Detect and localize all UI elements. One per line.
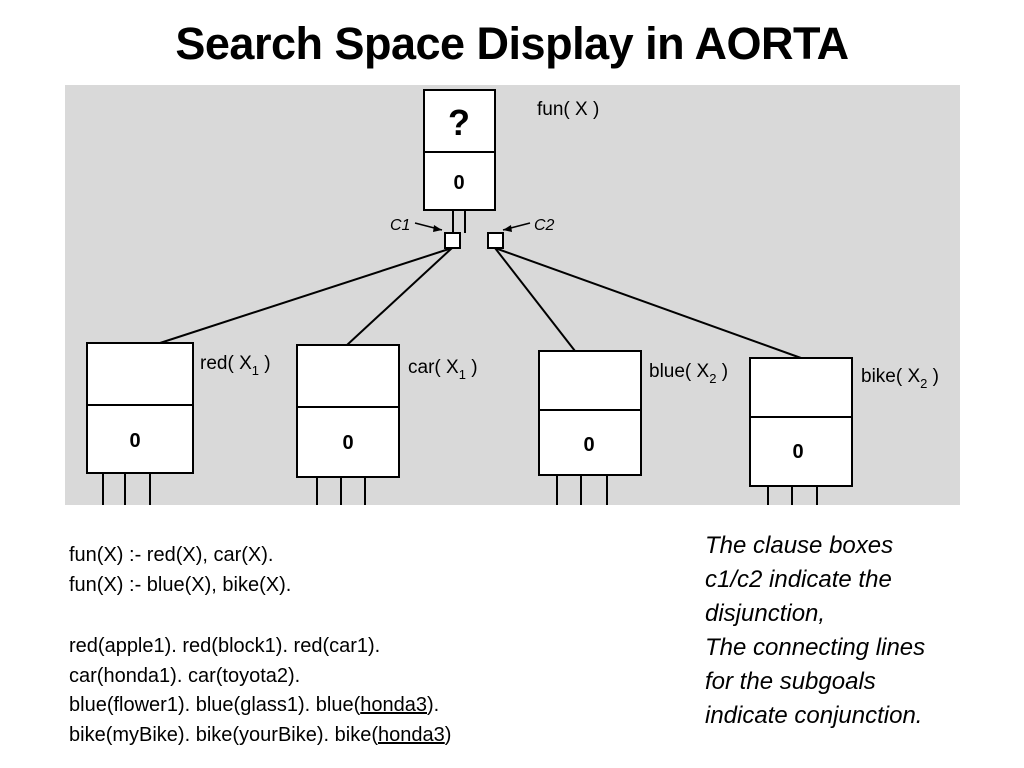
subgoal-count-car: 0 bbox=[342, 432, 353, 454]
connector-c1-red bbox=[159, 247, 453, 344]
fact-line: bike(myBike). bike(yourBike). bike(honda… bbox=[69, 723, 452, 746]
explanation-note: The clause boxes c1/c2 indicate the disj… bbox=[705, 529, 1005, 733]
note-line: The clause boxes bbox=[705, 532, 894, 559]
subgoal-count-red: 0 bbox=[129, 430, 140, 452]
subgoal-label-bike: bike( X2 ) bbox=[861, 366, 939, 391]
clause-box-c1 bbox=[444, 232, 461, 249]
clause-label-c1: C1 bbox=[390, 217, 410, 234]
fact-line: blue(flower1). blue(glass1). blue(honda3… bbox=[69, 694, 440, 716]
subgoal-count-blue: 0 bbox=[583, 434, 594, 456]
slide-title: Search Space Display in AORTA bbox=[175, 18, 849, 69]
underlined-term: honda3 bbox=[360, 694, 427, 716]
search-tree-svg: ? 0 fun( X ) C1 C2 0 0 0 0 red( X1 ) car… bbox=[86, 89, 939, 505]
subgoal-label-car: car( X1 ) bbox=[408, 357, 478, 382]
fact-line: red(apple1). red(block1). red(car1). bbox=[69, 635, 381, 657]
root-query-mark: ? bbox=[448, 102, 470, 143]
note-line: disjunction, bbox=[705, 600, 826, 627]
root-goal-label: fun( X ) bbox=[537, 99, 599, 120]
subgoal-node-bike bbox=[749, 357, 853, 505]
subgoal-node-red bbox=[86, 342, 194, 505]
connector-c2-bike bbox=[494, 247, 802, 359]
connector-c1-car bbox=[346, 247, 453, 346]
fact-line: car(honda1). car(toyota2). bbox=[69, 664, 301, 687]
subgoal-node-car bbox=[296, 344, 400, 505]
subgoal-node-blue bbox=[538, 350, 642, 505]
note-line: for the subgoals bbox=[705, 668, 876, 695]
underlined-term: honda3 bbox=[377, 723, 445, 746]
connector-c2-blue bbox=[494, 247, 576, 352]
note-line: indicate conjunction. bbox=[705, 702, 923, 729]
root-count: 0 bbox=[453, 172, 464, 194]
note-line: c1/c2 indicate the bbox=[705, 566, 892, 593]
prolog-program: fun(X) :- red(X), car(X). fun(X) :- blue… bbox=[69, 541, 451, 750]
search-space-diagram: ? 0 fun( X ) C1 C2 0 0 0 0 red( X1 ) car… bbox=[65, 85, 960, 505]
clause-box-c2 bbox=[487, 232, 504, 249]
subgoal-count-bike: 0 bbox=[792, 441, 803, 463]
rule-line: fun(X) :- blue(X), bike(X). bbox=[69, 573, 292, 596]
root-node bbox=[423, 89, 496, 233]
subgoal-label-red: red( X1 ) bbox=[200, 353, 271, 378]
rule-line: fun(X) :- red(X), car(X). bbox=[69, 544, 274, 566]
note-line: The connecting lines bbox=[705, 634, 926, 661]
subgoal-label-blue: blue( X2 ) bbox=[649, 361, 728, 386]
clause-label-c2: C2 bbox=[534, 217, 555, 234]
